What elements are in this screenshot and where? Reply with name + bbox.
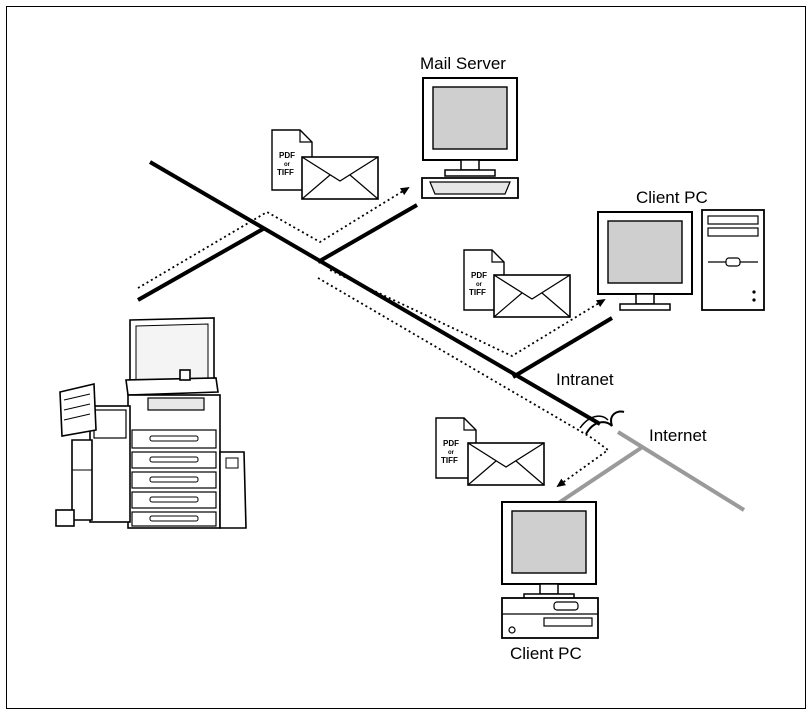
document-icon: PDF or TIFF [271, 129, 313, 191]
client-pc-branch [511, 316, 614, 379]
doc-label-tiff: TIFF [469, 288, 486, 297]
envelope-icon [301, 156, 379, 200]
document-icon: PDF or TIFF [463, 249, 505, 311]
doc-label-or: or [476, 282, 483, 288]
internet-branch [546, 446, 643, 512]
internet-line [616, 430, 746, 512]
client-pc-label: Client PC [636, 188, 708, 207]
mail-server-icon [421, 77, 519, 199]
client-pc-icon [501, 501, 599, 639]
client-pc-label: Client PC [510, 644, 582, 663]
doc-label-pdf: PDF [443, 439, 459, 448]
flow-to-client-pc [329, 269, 606, 358]
internet-label: Internet [649, 426, 707, 445]
diagram-frame [6, 6, 806, 709]
flow-to-mail-server [137, 186, 410, 289]
envelope-icon [467, 442, 545, 486]
intranet-label: Intranet [556, 370, 614, 389]
envelope-icon [493, 274, 571, 318]
mail-server-branch [317, 203, 418, 264]
multifunction-printer-icon [55, 317, 247, 529]
attachment-group-client: PDF or TIFF [463, 249, 571, 318]
intranet-backbone [148, 160, 602, 426]
mail-server-label: Mail Server [420, 54, 506, 73]
doc-label-pdf: PDF [279, 151, 295, 160]
printer-branch [137, 227, 264, 302]
doc-label-or: or [284, 162, 291, 168]
network-break [585, 410, 625, 435]
doc-label-or: or [448, 450, 455, 456]
document-icon: PDF or TIFF [435, 417, 477, 479]
doc-label-tiff: TIFF [441, 456, 458, 465]
doc-label-pdf: PDF [471, 271, 487, 280]
client-pc-icon [597, 209, 765, 311]
doc-label-tiff: TIFF [277, 168, 294, 177]
attachment-group-mail: PDF or TIFF [271, 129, 379, 200]
attachment-group-internet: PDF or TIFF [435, 417, 545, 486]
